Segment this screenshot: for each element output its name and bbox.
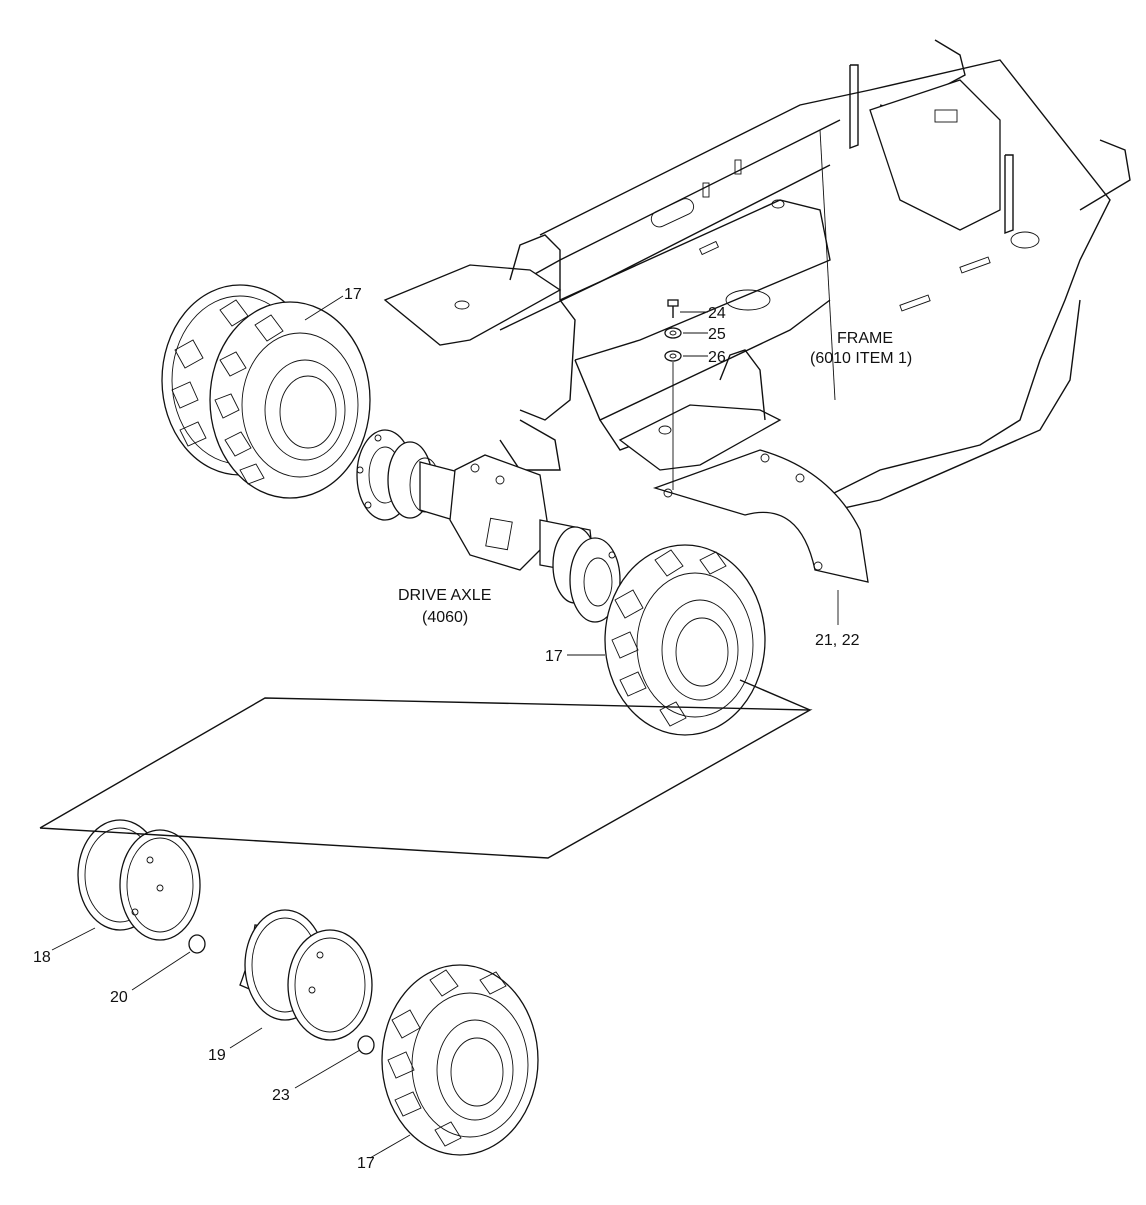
frame [383, 39, 1131, 521]
callout-21-22: 21, 22 [815, 632, 860, 649]
rim-outer [77, 819, 201, 941]
callout-20: 20 [110, 989, 128, 1006]
axle-title: DRIVE AXLE [398, 587, 491, 604]
nut-b [357, 1035, 375, 1055]
leader-lines [51, 295, 839, 1159]
bolt [667, 299, 679, 318]
callout-17-top: 17 [344, 286, 362, 303]
frame-title: FRAME [837, 330, 893, 347]
nut-a [188, 934, 206, 954]
tire-top-left [161, 284, 371, 499]
fender [652, 449, 869, 583]
callout-25: 25 [708, 326, 726, 343]
callout-18: 18 [33, 949, 51, 966]
axle-ref: (4060) [422, 609, 468, 626]
callout-24: 24 [708, 305, 726, 322]
washer-b [664, 350, 682, 362]
rim-inner [239, 909, 373, 1041]
washer-a [664, 327, 682, 339]
callout-17-right: 17 [545, 648, 563, 665]
frame-ref: (6010 ITEM 1) [810, 350, 912, 367]
callout-19: 19 [208, 1047, 226, 1064]
tire-bottom [381, 964, 539, 1156]
drive-axle [356, 429, 622, 623]
callout-26: 26 [708, 349, 726, 366]
explode-box-link [739, 679, 811, 711]
tire-right [604, 544, 766, 736]
callout-23: 23 [272, 1087, 290, 1104]
callout-17-bottom: 17 [357, 1155, 375, 1172]
